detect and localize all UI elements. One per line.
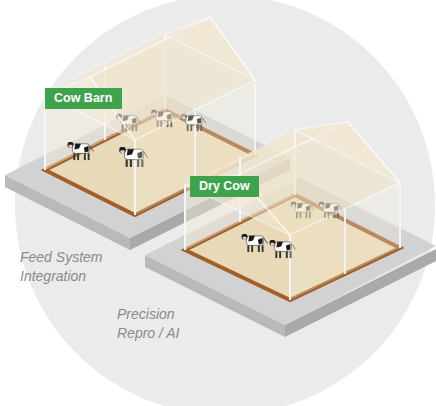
cow-barn xyxy=(5,17,290,250)
caption-label: Feed System Integration xyxy=(20,248,120,286)
label-box: Dry Cow xyxy=(190,176,259,197)
caption-label: Precision Repro / AI xyxy=(117,305,209,343)
label-text: Cow Barn xyxy=(54,91,113,106)
label-text: Dry Cow xyxy=(199,179,250,194)
dry-cow-barn xyxy=(145,122,436,338)
label-box: Cow Barn xyxy=(45,88,122,109)
